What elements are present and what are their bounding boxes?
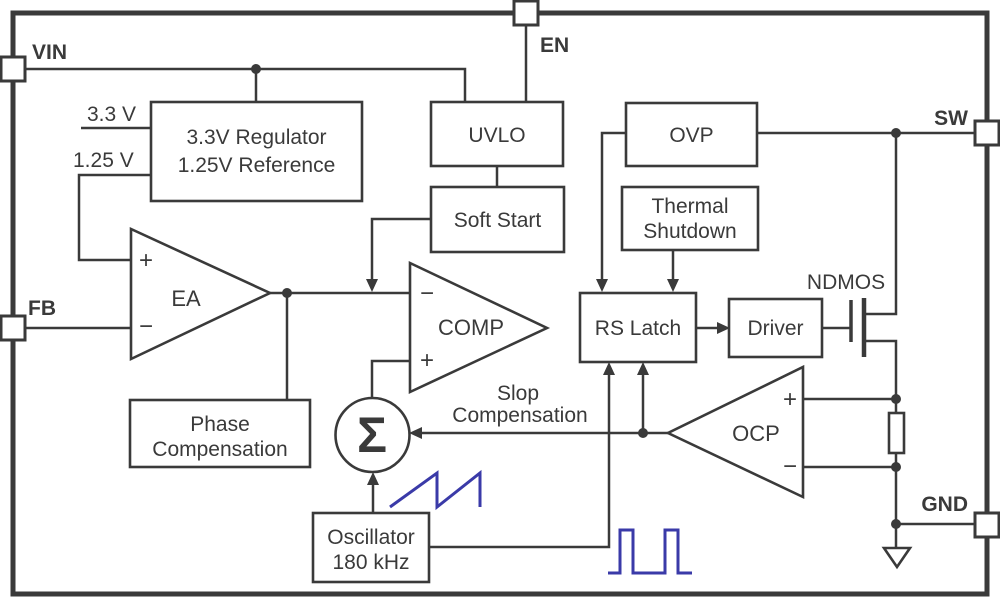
sw-junction-dot bbox=[891, 128, 901, 138]
rail-1v25-wire bbox=[77, 173, 151, 262]
summing-node-symbol bbox=[334, 396, 411, 474]
soft-start-wire bbox=[370, 217, 431, 280]
regulator-label-line1: 3.3V Regulator bbox=[186, 126, 326, 149]
ocp-plus-sign: + bbox=[783, 386, 797, 413]
function-blocks bbox=[128, 100, 824, 584]
thermal-shutdown-block bbox=[620, 185, 760, 252]
regulator-label-line2: 1.25V Reference bbox=[178, 154, 336, 177]
comp-plus-sign: + bbox=[420, 347, 434, 374]
phase-comp-label-line1: Phase bbox=[190, 413, 250, 436]
softstart-arrowhead bbox=[366, 279, 378, 292]
gnd-junction-dot bbox=[891, 519, 901, 529]
sw-to-drain-wire bbox=[865, 133, 898, 316]
ovp-arrowhead bbox=[596, 279, 608, 292]
source-to-resistor-wire bbox=[865, 339, 898, 413]
en-pin-label: EN bbox=[540, 34, 569, 57]
ocp-reset-arrowhead bbox=[637, 362, 649, 375]
sw-pin bbox=[973, 119, 1000, 147]
sigma-symbol-label: Σ bbox=[357, 407, 387, 463]
uvlo-block bbox=[429, 100, 565, 168]
ocp-minus-sign: − bbox=[783, 453, 797, 480]
thermal-arrowhead bbox=[667, 279, 679, 292]
vin-pin-label: VIN bbox=[32, 41, 67, 64]
ocp-minus-junction-dot bbox=[891, 462, 901, 472]
ea-output-junction-dot bbox=[282, 288, 292, 298]
rail-1v25-label: 1.25 V bbox=[73, 149, 134, 172]
oscillator-set-arrowhead bbox=[603, 362, 615, 375]
slope-junction-dot bbox=[638, 428, 648, 438]
error-amp-label: EA bbox=[171, 286, 201, 311]
phase-compensation-block bbox=[128, 398, 312, 469]
ocp-label: OCP bbox=[732, 421, 780, 446]
ea-plus-sign: + bbox=[139, 247, 153, 274]
sigma-to-comp-wire bbox=[370, 359, 410, 398]
gnd-pin bbox=[973, 511, 1000, 539]
ovp-block bbox=[624, 101, 759, 168]
rail-3v3-label: 3.3 V bbox=[87, 103, 136, 126]
soft-start-label: Soft Start bbox=[454, 209, 542, 232]
ndmos-symbol bbox=[849, 298, 867, 357]
oscillator-to-rslatch-wire bbox=[429, 375, 611, 549]
amplifier-symbols bbox=[129, 226, 805, 500]
arrowheads bbox=[366, 279, 730, 485]
oscillator-block bbox=[311, 511, 431, 584]
ea-minus-sign: − bbox=[139, 313, 153, 340]
chip-outline bbox=[10, 10, 990, 597]
en-pin bbox=[512, 0, 540, 27]
waveform-icons bbox=[389, 469, 692, 575]
fb-pin-label: FB bbox=[28, 297, 56, 320]
pwm-comparator-symbol bbox=[408, 260, 551, 395]
sw-pin-label: SW bbox=[934, 107, 968, 130]
ndmos-label: NDMOS bbox=[807, 271, 885, 294]
ovp-label: OVP bbox=[669, 124, 713, 147]
vin-pin bbox=[0, 55, 27, 83]
ovp-to-rslatch-wire bbox=[600, 131, 627, 279]
error-amp-symbol bbox=[129, 226, 274, 362]
junction-dots bbox=[251, 64, 901, 529]
sense-resistor bbox=[887, 411, 906, 455]
square-waveform-icon bbox=[608, 528, 692, 575]
driver-arrowhead bbox=[717, 322, 730, 334]
ocp-comparator-symbol bbox=[665, 364, 805, 500]
slope-comp-label-line2: Compensation bbox=[452, 404, 587, 427]
vin-junction-dot bbox=[251, 64, 261, 74]
labels: VIN EN FB SW GND 3.3V Regulator 1.25V Re… bbox=[28, 34, 968, 574]
driver-label: Driver bbox=[748, 317, 804, 340]
pwm-comparator-label: COMP bbox=[438, 315, 504, 340]
ocp-plus-junction-dot bbox=[891, 394, 901, 404]
driver-block bbox=[727, 297, 824, 359]
package-pins bbox=[0, 0, 1000, 539]
comp-minus-sign: − bbox=[420, 280, 434, 307]
phase-comp-label-line2: Compensation bbox=[152, 438, 287, 461]
gnd-pin-label: GND bbox=[921, 493, 968, 516]
sigma-bottom-arrowhead bbox=[367, 472, 379, 485]
soft-start-block bbox=[429, 185, 566, 254]
oscillator-label-line1: Oscillator bbox=[327, 526, 415, 549]
ground-symbol bbox=[881, 546, 913, 570]
rs-latch-block bbox=[578, 291, 698, 364]
thermal-label-line2: Shutdown bbox=[643, 220, 736, 243]
oscillator-label-line2: 180 kHz bbox=[332, 551, 409, 574]
uvlo-label: UVLO bbox=[468, 124, 525, 147]
thermal-label-line1: Thermal bbox=[651, 195, 728, 218]
sawtooth-waveform-icon bbox=[389, 469, 482, 511]
fb-pin bbox=[0, 314, 27, 342]
sigma-right-arrowhead bbox=[409, 427, 422, 439]
rs-latch-label: RS Latch bbox=[595, 317, 681, 340]
wires bbox=[25, 25, 975, 549]
vin-wire bbox=[25, 67, 467, 102]
regulator-block bbox=[149, 100, 364, 203]
slope-comp-label-line1: Slop bbox=[497, 382, 539, 405]
